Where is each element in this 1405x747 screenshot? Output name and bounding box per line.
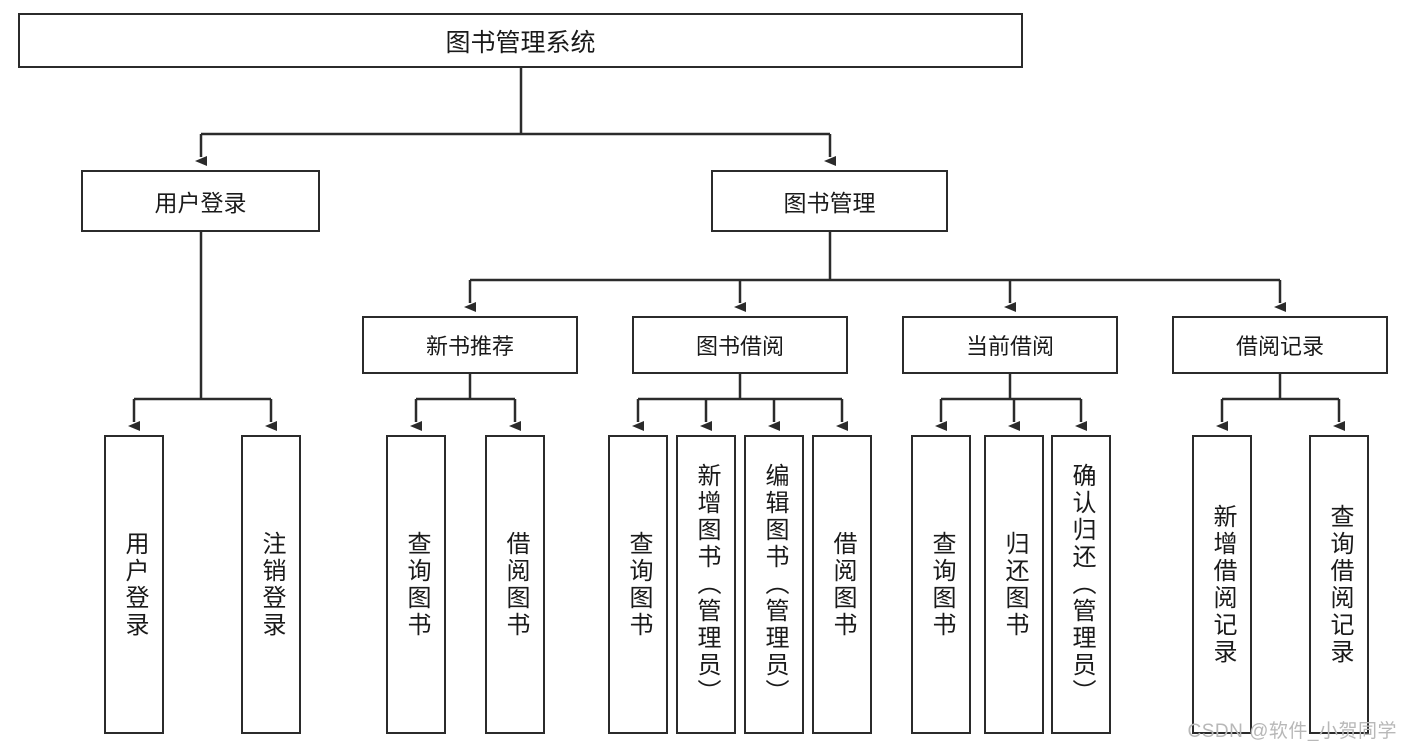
node-records[interactable]: 借阅记录 [1172,316,1388,374]
node-leaf-return[interactable]: 归还图书 [984,435,1044,734]
node-label: 查询图书 [625,530,652,639]
node-leaf-login[interactable]: 用户登录 [104,435,164,734]
node-current[interactable]: 当前借阅 [902,316,1118,374]
node-label: 编辑图书（管理员） [761,463,788,706]
connector-bus-login [134,232,271,401]
node-root[interactable]: 图书管理系统 [18,13,1023,68]
node-label: 当前借阅 [965,334,1054,359]
node-label: 用户登录 [154,190,247,216]
node-leaf-confirm[interactable]: 确认归还（管理员） [1051,435,1111,734]
node-label: 新增图书（管理员） [693,463,720,706]
node-leaf-add[interactable]: 新增图书（管理员） [676,435,736,734]
node-label: 新增借阅记录 [1209,503,1236,666]
node-leaf-logout[interactable]: 注销登录 [241,435,301,734]
node-label: 归还图书 [1001,530,1028,639]
node-leaf-query1[interactable]: 查询图书 [386,435,446,734]
node-label: 图书借阅 [695,334,784,359]
node-leaf-borrow1[interactable]: 借阅图书 [485,435,545,734]
connector-bus-bookmgmt [470,232,1280,282]
connector-bus-records [1222,374,1339,401]
node-newbook[interactable]: 新书推荐 [362,316,578,374]
connector-bus-current [941,374,1081,401]
node-leaf-addrec[interactable]: 新增借阅记录 [1192,435,1252,734]
node-label: 确认归还（管理员） [1068,463,1095,706]
connector-bus-borrow [638,374,842,401]
node-login[interactable]: 用户登录 [81,170,320,232]
node-leaf-query2[interactable]: 查询图书 [608,435,668,734]
node-leaf-edit[interactable]: 编辑图书（管理员） [744,435,804,734]
node-leaf-query3[interactable]: 查询图书 [911,435,971,734]
node-bookmgmt[interactable]: 图书管理 [711,170,948,232]
node-label: 借阅图书 [502,530,529,639]
node-borrow[interactable]: 图书借阅 [632,316,848,374]
node-label: 查询借阅记录 [1326,503,1353,666]
connector-bus-root [201,68,830,136]
node-label: 查询图书 [403,530,430,639]
node-label: 新书推荐 [425,334,514,359]
node-leaf-borrow2[interactable]: 借阅图书 [812,435,872,734]
node-label: 借阅图书 [829,530,856,639]
node-label: 图书管理系统 [445,28,596,57]
node-label: 注销登录 [258,530,285,639]
node-label: 图书管理 [783,190,876,216]
connector-bus-newbook [416,374,515,401]
watermark-label: CSDN @软件_小贺同学 [1187,721,1397,742]
node-label: 用户登录 [121,530,148,639]
node-label: 借阅记录 [1235,334,1324,359]
connector-paths [128,68,1345,431]
node-label: 查询图书 [928,530,955,639]
node-leaf-queryrec[interactable]: 查询借阅记录 [1309,435,1369,734]
